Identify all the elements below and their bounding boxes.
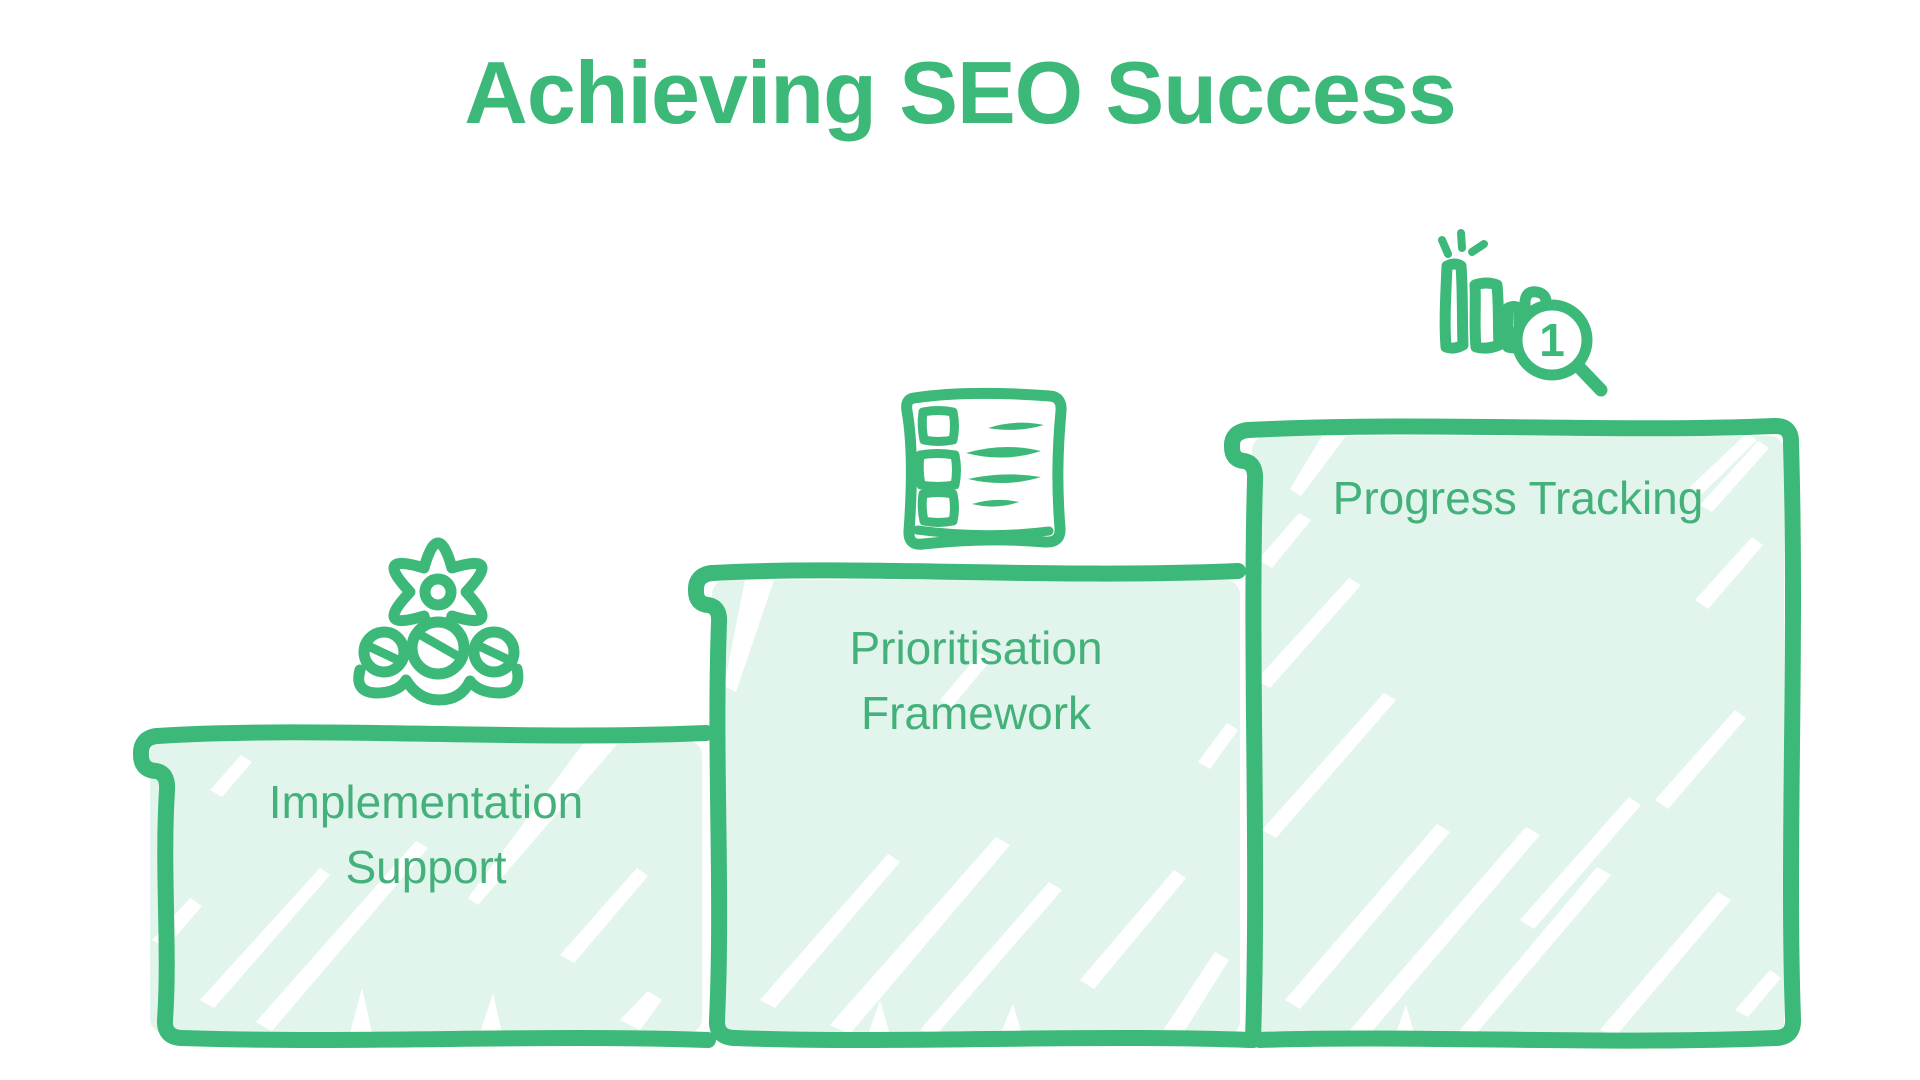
checkbox — [917, 488, 959, 527]
bar-chart-magnifier-icon: 1 — [1438, 229, 1608, 397]
team-shoulders — [353, 663, 524, 706]
magnifier-lens — [1511, 299, 1593, 381]
gear-hub — [419, 573, 457, 611]
label-line: Support — [345, 841, 507, 894]
sketch-streaks — [724, 580, 1238, 1035]
text-line — [988, 422, 1044, 430]
team-gear-icon — [353, 537, 524, 706]
head-shading-line — [361, 640, 405, 666]
label-line: Framework — [860, 687, 1092, 740]
step-label-prioritisation-framework: Prioritisation Framework — [712, 616, 1240, 747]
step-prioritisation-framework — [687, 562, 1258, 1048]
head-shading-line — [472, 640, 516, 666]
checklist-icon — [901, 387, 1067, 550]
text-line — [972, 499, 1019, 507]
sketch-streaks — [152, 741, 662, 1033]
chart-bar — [1439, 258, 1469, 354]
page-title: Achieving SEO Success — [464, 43, 1456, 142]
sketch-streaks — [1256, 436, 1781, 1036]
text-line — [968, 474, 1041, 484]
label-line: Prioritisation — [849, 622, 1103, 674]
step-1-border — [132, 724, 716, 1048]
sparkle-icon — [1457, 229, 1466, 252]
step-label-progress-tracking: Progress Tracking — [1252, 466, 1784, 531]
step-label-implementation-support: Implementation Support — [150, 770, 702, 901]
step-1-fill — [150, 741, 702, 1033]
head-shading-line — [414, 629, 466, 663]
step-2-border — [687, 562, 1258, 1048]
document-footer-line — [912, 525, 1054, 540]
checkbox — [917, 406, 959, 446]
label-line: Progress Tracking — [1332, 472, 1704, 524]
step-implementation-support — [132, 724, 716, 1048]
step-3-border — [1223, 417, 1802, 1049]
sparkle-icon — [1468, 240, 1488, 256]
checkbox — [914, 449, 961, 491]
rank-number: 1 — [1539, 314, 1565, 366]
step-progress-tracking — [1223, 417, 1802, 1049]
document-outline — [901, 387, 1067, 550]
chart-bar — [1469, 277, 1505, 354]
label-line: Implementation — [268, 776, 584, 828]
sparkle-icon — [1438, 236, 1452, 258]
magnifier-handle — [1571, 359, 1608, 397]
text-line — [966, 446, 1041, 458]
